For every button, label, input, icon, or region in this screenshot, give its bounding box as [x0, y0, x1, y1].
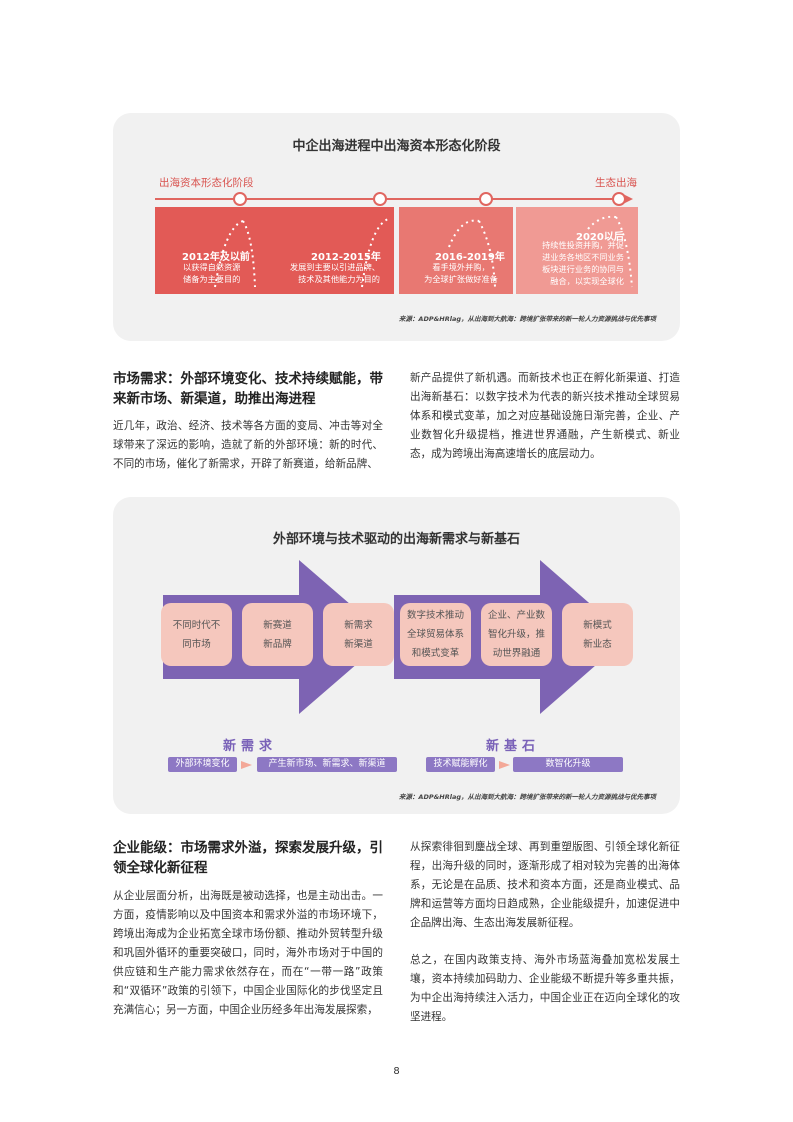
capital-stage-figure: 中企出海进程中出海资本形态化阶段 出海资本形态化阶段 生态出海 2012年及以前…	[113, 113, 680, 341]
stage-title: 2016-2019年	[435, 252, 505, 263]
stage-description: 以获得自然资源 储备为主要目的	[183, 262, 241, 284]
timeline-end-label: 生态出海	[595, 177, 637, 189]
stage-block-1-2: 2012年及以前 以获得自然资源 储备为主要目的 2012-2015年 发展到主…	[155, 207, 394, 294]
timeline-dot	[479, 192, 493, 206]
driver-chip: 技术赋能孵化	[426, 757, 495, 772]
stage-description: 看手境外并购， 为全球扩张做好准备	[424, 262, 498, 284]
timeline-dot	[233, 192, 247, 206]
new-demand-foundation-figure: 外部环境与技术驱动的出海新需求与新基石 不同时代不 同市场 新赛道 新品牌 新需…	[113, 497, 680, 814]
timeline-dot	[612, 192, 626, 206]
stage-curve-icon	[448, 219, 496, 288]
concept-box: 不同时代不 同市场	[161, 603, 232, 666]
concept-box: 新模式 新业态	[562, 603, 633, 666]
stage-block-3: 2016-2019年 看手境外并购， 为全球扩张做好准备	[399, 207, 513, 294]
arrow-right-icon	[499, 761, 510, 769]
concept-box: 新需求 新渠道	[323, 603, 394, 666]
stage-block-4: 2020以后 持续性投资并购，并促 进业务各地区不同业务 板块进行业务的协同与 …	[516, 207, 638, 294]
concept-box: 新赛道 新品牌	[242, 603, 313, 666]
paragraph: 新产品提供了新机遇。而新技术也正在孵化新渠道、打造出海新基石：以数字技术为代表的…	[410, 372, 680, 460]
section-heading: 企业能级：市场需求外溢，探索发展升级，引领全球化新征程	[113, 840, 383, 876]
paragraph: 近几年，政治、经济、技术等各方面的变局、冲击等对全球带来了深远的影响，造就了新的…	[113, 420, 383, 470]
figure-title: 中企出海进程中出海资本形态化阶段	[292, 139, 501, 154]
new-foundation-label: 新基石	[486, 739, 541, 754]
new-demand-label: 新需求	[223, 739, 278, 754]
section-heading: 市场需求：外部环境变化、技术持续赋能，带来新市场、新渠道，助推出海进程	[113, 371, 383, 407]
stage-curve-icon	[214, 218, 389, 288]
timeline-start-label: 出海资本形态化阶段	[159, 177, 254, 189]
figure-title: 外部环境与技术驱动的出海新需求与新基石	[272, 532, 520, 547]
stage-description: 发展到主要以引进品牌、 技术及其他能力为目的	[289, 262, 380, 284]
arrow-right-icon	[241, 761, 252, 769]
result-chip: 数智化升级	[513, 757, 623, 772]
stage-title: 2012年及以前	[182, 252, 250, 263]
timeline-dot	[373, 192, 387, 206]
paragraph: 总之，在国内政策支持、海外市场蓝海叠加宽松发展土壤，资本持续加码助力、企业能级不…	[410, 954, 680, 1023]
figure-source: 来源：ADP&HRlag，从出海到大航海：跨境扩张带来的新一轮人力资源挑战与优先…	[398, 793, 656, 801]
figure-source: 来源：ADP&HRlag，从出海到大航海：跨境扩张带来的新一轮人力资源挑战与优先…	[398, 315, 656, 323]
result-chip: 产生新市场、新需求、新渠道	[257, 757, 397, 772]
page-number: 8	[393, 1066, 400, 1077]
stage-title: 2020以后	[576, 232, 624, 243]
paragraph: 从探索徘徊到鏖战全球、再到重塑版图、引领全球化新征程，出海升级的同时，逐渐形成了…	[410, 841, 680, 929]
stage-description: 持续性投资并购，并促 进业务各地区不同业务 板块进行业务的协同与 融合，以实现全…	[542, 240, 624, 286]
paragraph: 从企业层面分析，出海既是被动选择，也是主动出击。一方面，疫情影响以及中国资本和需…	[113, 890, 383, 1016]
concept-box: 数字技术推动 全球贸易体系 和模式变革	[400, 603, 471, 666]
stage-title: 2012-2015年	[311, 252, 381, 263]
driver-chip: 外部环境变化	[168, 757, 237, 772]
timeline-arrow-icon	[623, 194, 633, 204]
timeline-line	[155, 198, 625, 200]
concept-box: 企业、产业数 智化升级，推 动世界融通	[481, 603, 552, 666]
